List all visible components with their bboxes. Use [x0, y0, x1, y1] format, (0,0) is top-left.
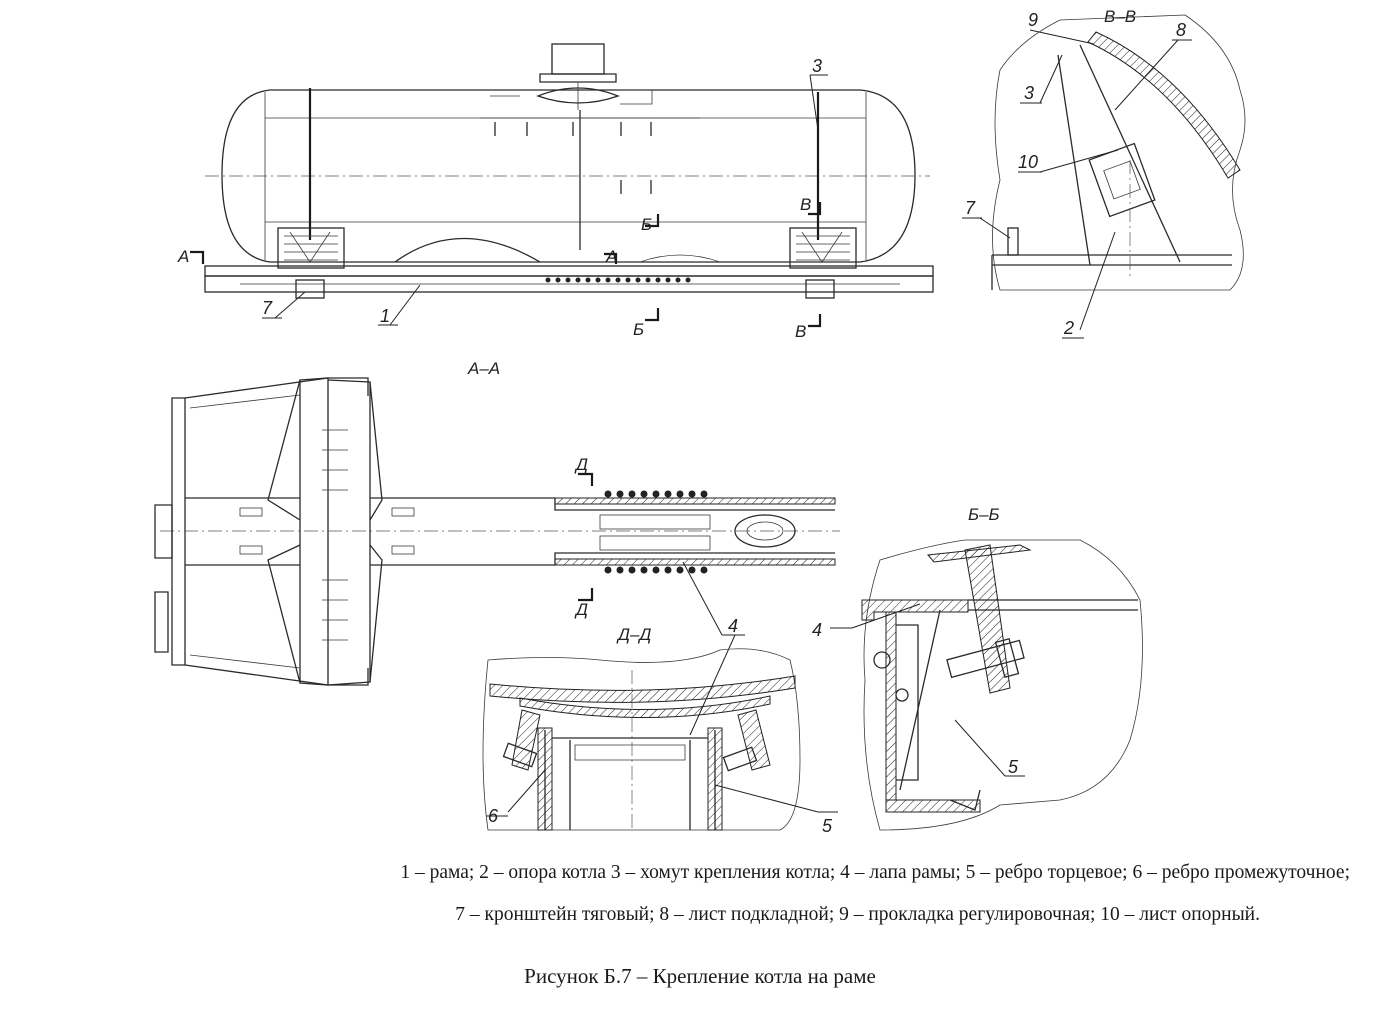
- technical-drawing: А А Б Б В В 3 7 1 В–В 9 8 3 10 7 2 А–А: [154, 7, 1246, 836]
- section-title-dd: Д–Д: [616, 625, 651, 644]
- callout-dd-6: 6: [488, 806, 499, 826]
- callout-main-1: 1: [380, 306, 390, 326]
- cut-mark-a-mid: А: [605, 247, 617, 266]
- cut-mark-d-bottom: Д: [574, 600, 588, 619]
- cut-mark-v-bottom: В: [795, 322, 806, 341]
- callout-vv-8: 8: [1176, 20, 1186, 40]
- callout-main-3: 3: [812, 56, 822, 76]
- callout-vv-3: 3: [1024, 83, 1034, 103]
- cut-mark-b-top: Б: [641, 215, 652, 234]
- section-bb-view: [861, 539, 1143, 831]
- callout-vv-9: 9: [1028, 10, 1038, 30]
- callout-vv-10: 10: [1018, 152, 1038, 172]
- legend-line-2: 7 – кронштейн тяговый; 8 – лист подкладн…: [455, 904, 1260, 925]
- tank-side-view: [190, 43, 934, 328]
- section-title-bb: Б–Б: [968, 505, 1000, 524]
- callout-main-7: 7: [262, 298, 273, 318]
- section-title-aa: А–А: [467, 359, 500, 378]
- cut-mark-v-top: В: [800, 195, 811, 214]
- callout-dd-5: 5: [822, 816, 833, 836]
- callout-vv-7: 7: [965, 198, 976, 218]
- cut-mark-b-bottom: Б: [633, 320, 644, 339]
- callout-bb-5: 5: [1008, 757, 1019, 777]
- section-dd-view: [482, 648, 801, 831]
- section-aa-view: [154, 377, 840, 686]
- callout-aa-4: 4: [728, 616, 738, 636]
- cut-mark-a-left: А: [177, 247, 189, 266]
- figure-caption: Рисунок Б.7 – Крепление котла на раме: [524, 964, 876, 988]
- legend-line-1: 1 – рама; 2 – опора котла 3 – хомут креп…: [400, 862, 1350, 883]
- cut-mark-d-top: Д: [574, 455, 588, 474]
- callout-vv-2: 2: [1063, 318, 1074, 338]
- callout-bb-4: 4: [812, 620, 822, 640]
- section-vv-view: [991, 14, 1246, 291]
- section-title-vv: В–В: [1104, 7, 1136, 26]
